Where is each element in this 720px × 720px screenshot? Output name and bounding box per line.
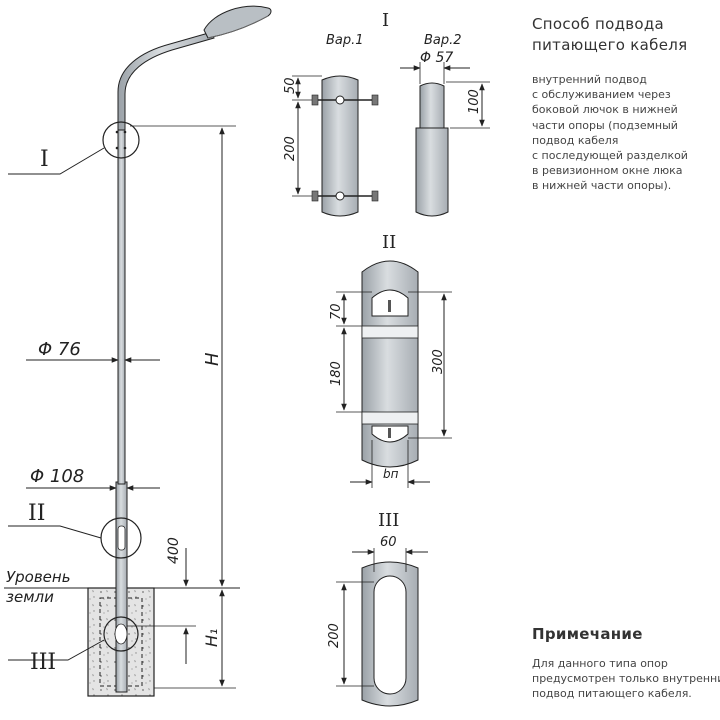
- detail-I-var1: Вар.1: [326, 33, 364, 48]
- note-line: подвод питающего кабеля.: [532, 687, 692, 701]
- description-line: в нижней части опоры).: [532, 179, 672, 193]
- dim-400: 400: [166, 537, 182, 564]
- description-line: с обслуживанием через: [532, 88, 671, 102]
- var2-upper-cylinder: [419, 82, 445, 129]
- note-line: Для данного типа опор: [532, 657, 668, 670]
- var2-lower-cylinder: [415, 127, 449, 217]
- note-line: предусмотрен только внутренний: [532, 672, 720, 686]
- description-line: с последующей разделкой: [532, 149, 688, 163]
- dim-300: 300: [431, 349, 446, 374]
- description-line: боковой лючок в нижней: [532, 103, 678, 117]
- dim-70: 70: [329, 303, 344, 320]
- section-title: Способ подвода питающего кабеля: [532, 14, 687, 56]
- detail-I-var2: Вар.2: [424, 33, 462, 48]
- dim-200-III: 200: [327, 623, 342, 648]
- var1-cylinder: [321, 75, 359, 217]
- detail-I-label: I: [382, 10, 389, 31]
- ground-label-line1: Уровень: [6, 568, 71, 586]
- luminaire: [203, 5, 272, 39]
- detail-III: III 60 200: [327, 510, 428, 707]
- dim-dia-76: Φ 76: [38, 339, 81, 360]
- section-title-line2: питающего кабеля: [532, 36, 688, 54]
- pole-upper-section: [117, 127, 126, 485]
- description-line: подвод кабеля: [532, 133, 619, 147]
- callout-circle-I: [102, 121, 140, 159]
- dim-dia-57: Φ 57: [420, 50, 453, 66]
- note-body: Для данного типа опор предусмотрен тольк…: [532, 656, 720, 702]
- dim-180: 180: [329, 361, 344, 386]
- dim-dia-108: Φ 108: [30, 466, 84, 487]
- pole-arm: [117, 31, 215, 131]
- dim-height-H: H: [202, 352, 223, 366]
- dim-60: 60: [380, 535, 397, 550]
- var1-bottom-bolts: [311, 190, 379, 202]
- pole-elevation: I II III Φ 76 Φ 108 H H₁ 400 Уровень зем…: [4, 5, 272, 697]
- var1-top-bolts: [311, 94, 379, 106]
- dim-100: 100: [467, 89, 482, 114]
- dim-height-H1: H₁: [202, 629, 221, 647]
- section-title-line1: Способ подвода: [532, 15, 665, 33]
- detail-III-window: [373, 575, 407, 695]
- detail-II: II 70 180 300 bп: [329, 232, 452, 488]
- pole-lower-section: [115, 481, 128, 693]
- dim-50: 50: [283, 77, 298, 94]
- callout-label-III: III: [30, 650, 56, 675]
- ground-label-line2: земли: [6, 588, 54, 606]
- callout-label-I: I: [40, 147, 49, 172]
- description-line: в ревизионном окне люка: [532, 164, 683, 178]
- callout-circle-III: [103, 616, 139, 652]
- description-line: внутренний подвод: [532, 73, 647, 86]
- dim-200-var1: 200: [283, 136, 298, 161]
- detail-III-label: III: [378, 510, 399, 531]
- detail-II-label: II: [382, 232, 396, 253]
- callout-label-II: II: [28, 501, 45, 526]
- detail-I: I Вар.1 Вар.2 50 200 Φ: [283, 10, 490, 217]
- description-line: части опоры (подземный: [532, 118, 678, 132]
- dim-bn: bп: [383, 467, 399, 481]
- description: внутренний подвод с обслуживанием через …: [532, 72, 688, 194]
- note-title: Примечание: [532, 625, 643, 643]
